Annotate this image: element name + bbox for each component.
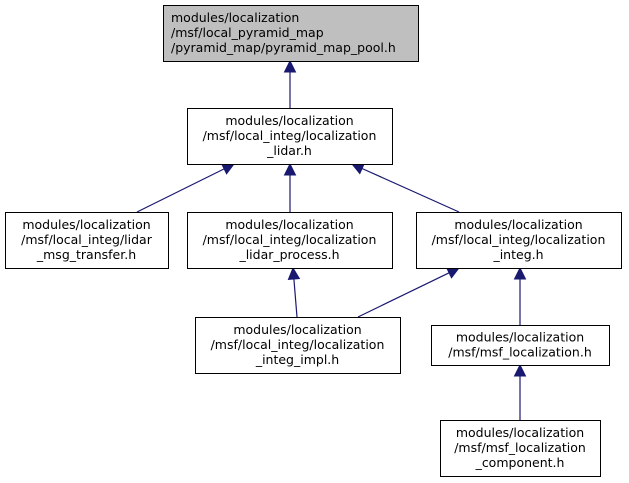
node-box [195,317,401,374]
node-label-line: _integ_impl.h [255,352,339,367]
node-box [163,5,419,62]
arrowhead-icon [287,266,301,280]
node-label-line: _component.h [475,455,565,470]
node-localization-integ[interactable]: modules/localization/msf/local_integ/loc… [416,212,622,269]
node-box [431,325,610,366]
node-msf-localization[interactable]: modules/localization/msf/msf_localizatio… [431,325,610,366]
edge-localization_integ_impl-to-localization_integ [357,267,461,318]
edge-line [361,167,460,213]
node-label-line: /msf/local_integ/localization [432,232,606,247]
node-label-line: modules/localization [233,322,361,337]
edge-localization_lidar_process-to-localization_lidar [283,162,297,212]
node-label-line: /msf/local_pyramid_map [171,25,324,40]
node-msf-localization-component[interactable]: modules/localization/msf/msf_localizatio… [440,420,601,477]
node-label-line: /msf/local_integ/lidar [21,232,153,247]
node-label-line: _msg_transfer.h [36,247,136,262]
node-label-line: /msf/local_integ/localization [211,337,385,352]
edge-localization_lidar-to-pyramid_map_pool [283,59,297,108]
arrowhead-icon [513,266,527,280]
node-label-line: modules/localization [22,217,150,232]
node-localization-lidar[interactable]: modules/localization/msf/local_integ/loc… [187,108,393,165]
node-box [187,108,393,165]
arrowhead-icon [283,59,297,73]
node-label-line: /pyramid_map/pyramid_map_pool.h [171,40,396,55]
node-label-line: modules/localization [225,217,353,232]
node-pyramid-map-pool[interactable]: modules/localization/msf/local_pyramid_m… [163,5,419,62]
nodes-layer: modules/localization/msf/local_pyramid_m… [5,5,622,477]
node-label-line: modules/localization [456,425,584,440]
edge-localization_integ_impl-to-localization_lidar_process [287,266,301,318]
node-lidar-msg-transfer[interactable]: modules/localization/msf/local_integ/lid… [5,212,169,269]
edge-msf_localization-to-localization_integ [513,266,527,325]
node-box [416,212,622,269]
node-label-line: modules/localization [454,217,582,232]
node-box [440,420,601,477]
edge-line [357,272,450,318]
edge-lidar_msg_transfer-to-localization_lidar [136,163,236,213]
arrowhead-icon [283,162,297,176]
node-localization-lidar-process[interactable]: modules/localization/msf/local_integ/loc… [187,212,393,269]
edge-line [293,278,298,318]
node-label-line: /msf/msf_localization.h [448,345,592,360]
node-label-line: modules/localization [456,330,584,345]
arrowhead-icon [513,363,527,377]
node-label-line: modules/localization [171,10,299,25]
node-label-line: /msf/local_integ/localization [203,232,377,247]
node-localization-integ-impl[interactable]: modules/localization/msf/local_integ/loc… [195,317,401,374]
node-label-line: /msf/msf_localization [454,440,586,455]
edge-line [136,168,225,213]
node-label-line: _lidar_process.h [238,247,339,262]
node-label-line: _lidar.h [266,143,312,158]
edge-localization_integ-to-localization_lidar [350,162,460,213]
node-label-line: modules/localization [225,113,353,128]
edge-msf_localization_component-to-msf_localization [513,363,527,420]
node-box [187,212,393,269]
node-label-line: _integ.h [492,247,543,262]
node-label-line: /msf/local_integ/localization [203,128,377,143]
node-box [5,212,169,269]
